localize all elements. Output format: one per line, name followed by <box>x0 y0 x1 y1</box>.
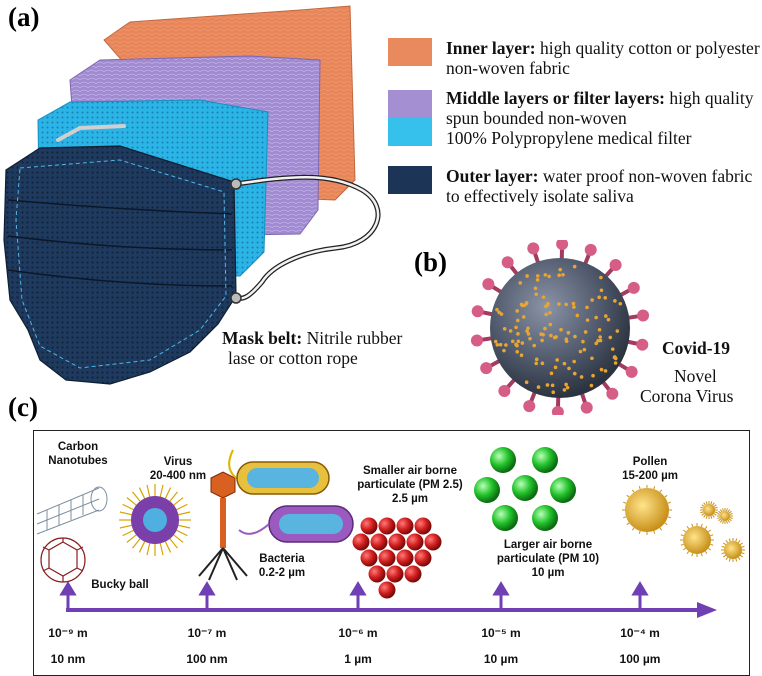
size-scale-graphic <box>36 447 745 618</box>
panel-label-c: (c) <box>8 392 38 422</box>
legend-filter: 100% Polypropylene medical filter <box>446 128 692 148</box>
tick-label-unit: 100 µm <box>619 652 661 666</box>
panel-label-a: (a) <box>8 2 40 32</box>
tick-label-unit: 10 µm <box>483 652 519 666</box>
bucky-ball-label: Bucky ball <box>91 579 149 591</box>
virus-small-graphic <box>119 484 191 556</box>
mask-belt-label: Mask belt: Nitrile rubber lase or cotton… <box>222 328 403 368</box>
tick-label-unit: 10 nm <box>50 652 86 666</box>
panel-label-b: (b) <box>414 247 447 277</box>
pm10-graphic <box>474 447 576 531</box>
tick-label-unit: 100 nm <box>186 652 228 666</box>
legend-middle: Middle layers or filter layers: high qua… <box>446 88 754 128</box>
bacteria-graphic <box>228 449 354 543</box>
nanotube-graphic <box>36 486 108 535</box>
outer-layer <box>3 145 237 385</box>
bucky-ball-graphic <box>40 537 86 583</box>
carbon-nanotubes-label: Carbon Nanotubes <box>48 441 108 467</box>
tick-label-m: 10⁻⁷ m <box>187 626 227 640</box>
legend-swatch-outer <box>388 166 432 194</box>
virus-illustration <box>470 240 650 415</box>
tick-label-m: 10⁻⁹ m <box>48 626 88 640</box>
virus-title: Covid-19 <box>662 338 731 358</box>
tick-label-m: 10⁻⁵ m <box>481 626 521 640</box>
legend-outer: Outer layer: water proof non-woven fabri… <box>446 166 753 206</box>
legend-swatch-inner <box>388 38 432 66</box>
legend-swatch-middle <box>388 90 432 118</box>
virus-line2: Corona Virus <box>640 386 734 406</box>
phage-graphic <box>198 471 248 581</box>
virus-line1: Novel <box>674 366 717 386</box>
pollen-graphic <box>622 485 745 562</box>
pm25-graphic <box>352 517 442 599</box>
legend-swatch-filter <box>388 118 432 146</box>
mask-illustration <box>3 5 381 385</box>
tick-label-unit: 1 µm <box>344 652 372 666</box>
tick-label-m: 10⁻⁴ m <box>620 626 660 640</box>
legend-inner: Inner layer: high quality cotton or poly… <box>446 38 760 78</box>
tick-label-m: 10⁻⁶ m <box>338 626 378 640</box>
